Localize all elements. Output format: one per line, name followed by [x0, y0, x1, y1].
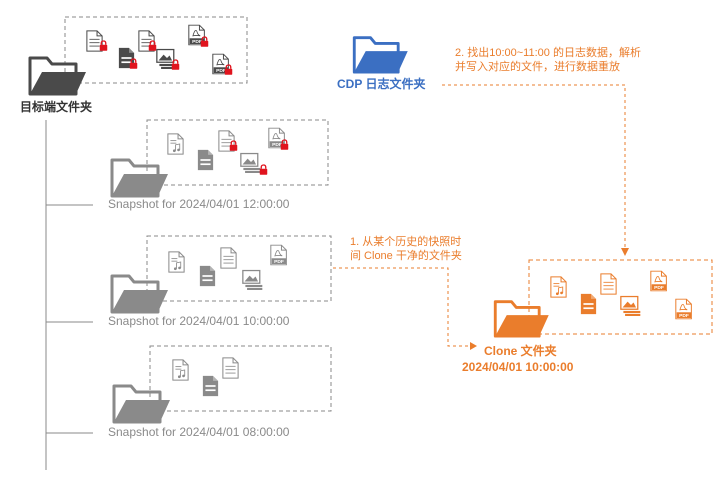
snapshot-label: Snapshot for 2024/04/01 10:00:00: [108, 314, 290, 328]
document-icon: [600, 273, 617, 295]
step2-arrow: [442, 84, 629, 256]
snapshot-0800-group: [112, 345, 332, 424]
step1-arrow: [333, 267, 477, 350]
document-icon: [222, 357, 239, 379]
folder-icon: [110, 274, 170, 314]
document-icon: [197, 149, 214, 171]
snapshot-files-box: [146, 235, 332, 302]
lock-icon: [99, 40, 108, 51]
audio-file-icon: [172, 359, 189, 381]
folder-icon: [110, 158, 170, 198]
step1-line1: 1. 从某个历史的快照时: [350, 236, 462, 248]
snapshot-files-box: [149, 345, 332, 412]
target-files-box: [64, 16, 248, 84]
target-folder-group: [28, 16, 248, 96]
snapshot-1200-group: [110, 119, 329, 198]
snapshot-1000-group: [110, 235, 332, 314]
step2-line2: 并写入对应的文件，进行数据重放: [455, 60, 620, 73]
document-icon: [202, 375, 219, 397]
document-icon: [199, 265, 216, 287]
snapshot-files-box: [146, 119, 329, 186]
step1-caption: 1. 从某个历史的快照时 间 Clone 干净的文件夹: [350, 236, 462, 264]
snapshot-label: Snapshot for 2024/04/01 12:00:00: [108, 197, 290, 211]
snapshot-label: Snapshot for 2024/04/01 08:00:00: [108, 425, 290, 439]
lock-icon: [259, 164, 268, 175]
audio-file-icon: [550, 276, 567, 298]
document-icon: [220, 247, 237, 269]
pdf-file-icon: [270, 244, 287, 266]
clone-folder-label: Clone 文件夹: [484, 344, 557, 358]
step2-caption: 2. 找出10:00~11:00 的日志数据，解析 并写入对应的文件，进行数据重…: [455, 47, 641, 75]
target-folder-label: 目标端文件夹: [20, 100, 93, 114]
clone-timestamp-label: 2024/04/01 10:00:00: [462, 360, 574, 374]
cdp-folder-group: [352, 36, 410, 74]
tree-connector: [45, 120, 93, 470]
folder-icon: [112, 384, 172, 424]
lock-icon: [171, 59, 180, 70]
pdf-file-icon: [650, 270, 667, 292]
pdf-file-icon: [675, 298, 692, 320]
image-file-icon: [620, 295, 641, 316]
step2-line1: 2. 找出10:00~11:00 的日志数据，解析: [455, 47, 641, 59]
document-icon: [580, 293, 597, 315]
image-file-icon: [242, 269, 263, 290]
folder-icon: [493, 300, 551, 338]
audio-file-icon: [167, 133, 184, 155]
step1-line2: 间 Clone 干净的文件夹: [350, 249, 462, 262]
clone-folder-group: [493, 259, 713, 338]
cdp-folder-label: CDP 日志文件夹: [337, 77, 426, 91]
clone-files-box: [528, 259, 713, 335]
image-file-icon: [240, 152, 261, 173]
audio-file-icon: [168, 251, 185, 273]
folder-icon: [352, 36, 410, 74]
folder-icon: [28, 56, 88, 96]
